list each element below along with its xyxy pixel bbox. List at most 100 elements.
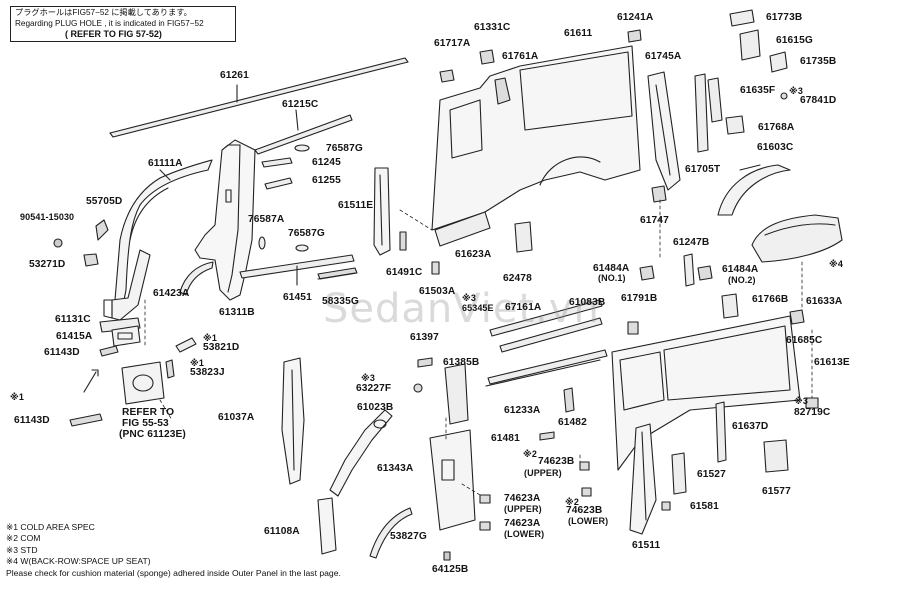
label-61761A[interactable]: 61761A (502, 51, 539, 62)
label-74623A-upper[interactable]: 74623A (504, 493, 541, 504)
label-74623B-upper[interactable]: 74623B (538, 456, 575, 467)
bracket-61331C (479, 49, 495, 65)
molding-53827G (369, 507, 413, 559)
label-55705D[interactable]: 55705D (86, 196, 123, 207)
label-61705T[interactable]: 61705T (685, 164, 721, 175)
fuel-lid-housing (121, 361, 165, 405)
label-61131C[interactable]: 61131C (55, 314, 91, 325)
bracket-61385B (444, 363, 469, 425)
note-refer: ( REFER TO FIG 57-52) (65, 29, 162, 39)
label-61484A-no1[interactable]: 61484A (593, 263, 630, 274)
label-61766B[interactable]: 61766B (752, 294, 789, 305)
label-61615G[interactable]: 61615G (776, 35, 813, 46)
label-61623A[interactable]: 61623A (455, 249, 492, 260)
label-61735B[interactable]: 61735B (800, 56, 837, 67)
label-61423A[interactable]: 61423A (153, 288, 190, 299)
label-61511[interactable]: 61511 (632, 540, 661, 551)
refer-arrow (83, 369, 99, 393)
label-61581[interactable]: 61581 (690, 501, 719, 512)
center-pillar-61511E (373, 167, 391, 256)
label-67161A[interactable]: 67161A (505, 302, 542, 313)
label-61511E[interactable]: 61511E (338, 200, 374, 211)
label-62478[interactable]: 62478 (503, 273, 532, 284)
label-74623B-lower[interactable]: 74623B (566, 505, 603, 516)
label-64125B[interactable]: 64125B (432, 564, 469, 575)
label-61415A[interactable]: 61415A (56, 331, 93, 342)
pillar-61705T (694, 73, 709, 153)
label-61311B[interactable]: 61311B (219, 307, 255, 318)
label-90541-15030[interactable]: 90541-15030 (20, 212, 75, 222)
mark-63227F: ※3 (361, 373, 375, 383)
label-61747[interactable]: 61747 (640, 215, 669, 226)
label-61451[interactable]: 61451 (283, 292, 312, 303)
label-61635F[interactable]: 61635F (740, 85, 776, 96)
label-61215C[interactable]: 61215C (282, 99, 319, 110)
label-65345E[interactable]: 65345E (462, 303, 494, 313)
panel-61108A (317, 497, 337, 555)
label-61261[interactable]: 61261 (220, 70, 249, 81)
label-61385B[interactable]: 61385B (443, 357, 480, 368)
label-67841D[interactable]: 67841D (800, 95, 837, 106)
label-76587G-mid[interactable]: 76587G (288, 228, 325, 239)
label-61143D[interactable]: 61143D (44, 347, 80, 358)
label-61773B[interactable]: 61773B (766, 12, 803, 23)
label-61611[interactable]: 61611 (564, 28, 593, 39)
label-82719C[interactable]: 82719C (794, 407, 831, 418)
label-61482[interactable]: 61482 (558, 417, 587, 428)
label-61633A[interactable]: 61633A (806, 296, 843, 307)
bracket-61255 (264, 177, 293, 190)
label-61247B[interactable]: 61247B (673, 237, 710, 248)
label-61245[interactable]: 61245 (312, 157, 341, 168)
leader-lines (144, 199, 813, 496)
label-74623A-lower[interactable]: 74623A (504, 518, 541, 529)
bracket-61143D-alt (69, 413, 103, 427)
label-61603C[interactable]: 61603C (757, 142, 794, 153)
label-61503A[interactable]: 61503A (419, 286, 456, 297)
label-61613E[interactable]: 61613E (814, 357, 850, 368)
label-61484A-no2[interactable]: 61484A (722, 264, 759, 275)
label-61527[interactable]: 61527 (697, 469, 726, 480)
label-63227F[interactable]: 63227F (356, 383, 392, 394)
label-61637D[interactable]: 61637D (732, 421, 769, 432)
label-61083B[interactable]: 61083B (569, 297, 606, 308)
label-61233A[interactable]: 61233A (504, 405, 541, 416)
label-61111A[interactable]: 61111A (148, 158, 183, 169)
bracket-61761A (494, 77, 511, 105)
label-61745A[interactable]: 61745A (645, 51, 682, 62)
legend-item-3: ※3 STD (6, 544, 38, 555)
label-61791B[interactable]: 61791B (621, 293, 658, 304)
label-61108A[interactable]: 61108A (264, 526, 300, 537)
label-61717A[interactable]: 61717A (434, 38, 471, 49)
label-53271D[interactable]: 53271D (29, 259, 66, 270)
label-61397[interactable]: 61397 (410, 332, 439, 343)
label-76587A[interactable]: 76587A (248, 214, 285, 225)
label-61577[interactable]: 61577 (762, 486, 791, 497)
label-53823J[interactable]: 53823J (190, 367, 225, 378)
label-61343A[interactable]: 61343A (377, 463, 414, 474)
label-61481[interactable]: 61481 (491, 433, 520, 444)
mark-61633A: ※4 (829, 259, 843, 269)
label-61331C[interactable]: 61331C (474, 22, 511, 33)
label-61255[interactable]: 61255 (312, 175, 341, 186)
clip-61484A-no1 (639, 265, 655, 281)
pillar-61343A (429, 429, 476, 531)
label-61491C[interactable]: 61491C (386, 267, 423, 278)
panel-61623A (434, 211, 491, 247)
label-61037A[interactable]: 61037A (218, 412, 255, 423)
bracket-61637D (715, 401, 727, 463)
label-61685C[interactable]: 61685C (786, 335, 823, 346)
label-61143D-alt[interactable]: 61143D (14, 415, 50, 426)
refer-line-2[interactable]: FIG 55-53 (122, 418, 169, 429)
label-61241A[interactable]: 61241A (617, 12, 654, 23)
body-side-front-61311B (194, 139, 256, 301)
label-58335G[interactable]: 58335G (322, 296, 359, 307)
label-61768A[interactable]: 61768A (758, 122, 795, 133)
label-53827G[interactable]: 53827G (390, 531, 427, 542)
clip-67841D (780, 92, 788, 100)
label-no2: (NO.2) (728, 275, 756, 285)
label-61023B[interactable]: 61023B (357, 402, 394, 413)
label-76587G-top[interactable]: 76587G (326, 143, 363, 154)
label-53821D[interactable]: 53821D (203, 342, 240, 353)
legend-item-1: ※1 COLD AREA SPEC (6, 522, 95, 532)
